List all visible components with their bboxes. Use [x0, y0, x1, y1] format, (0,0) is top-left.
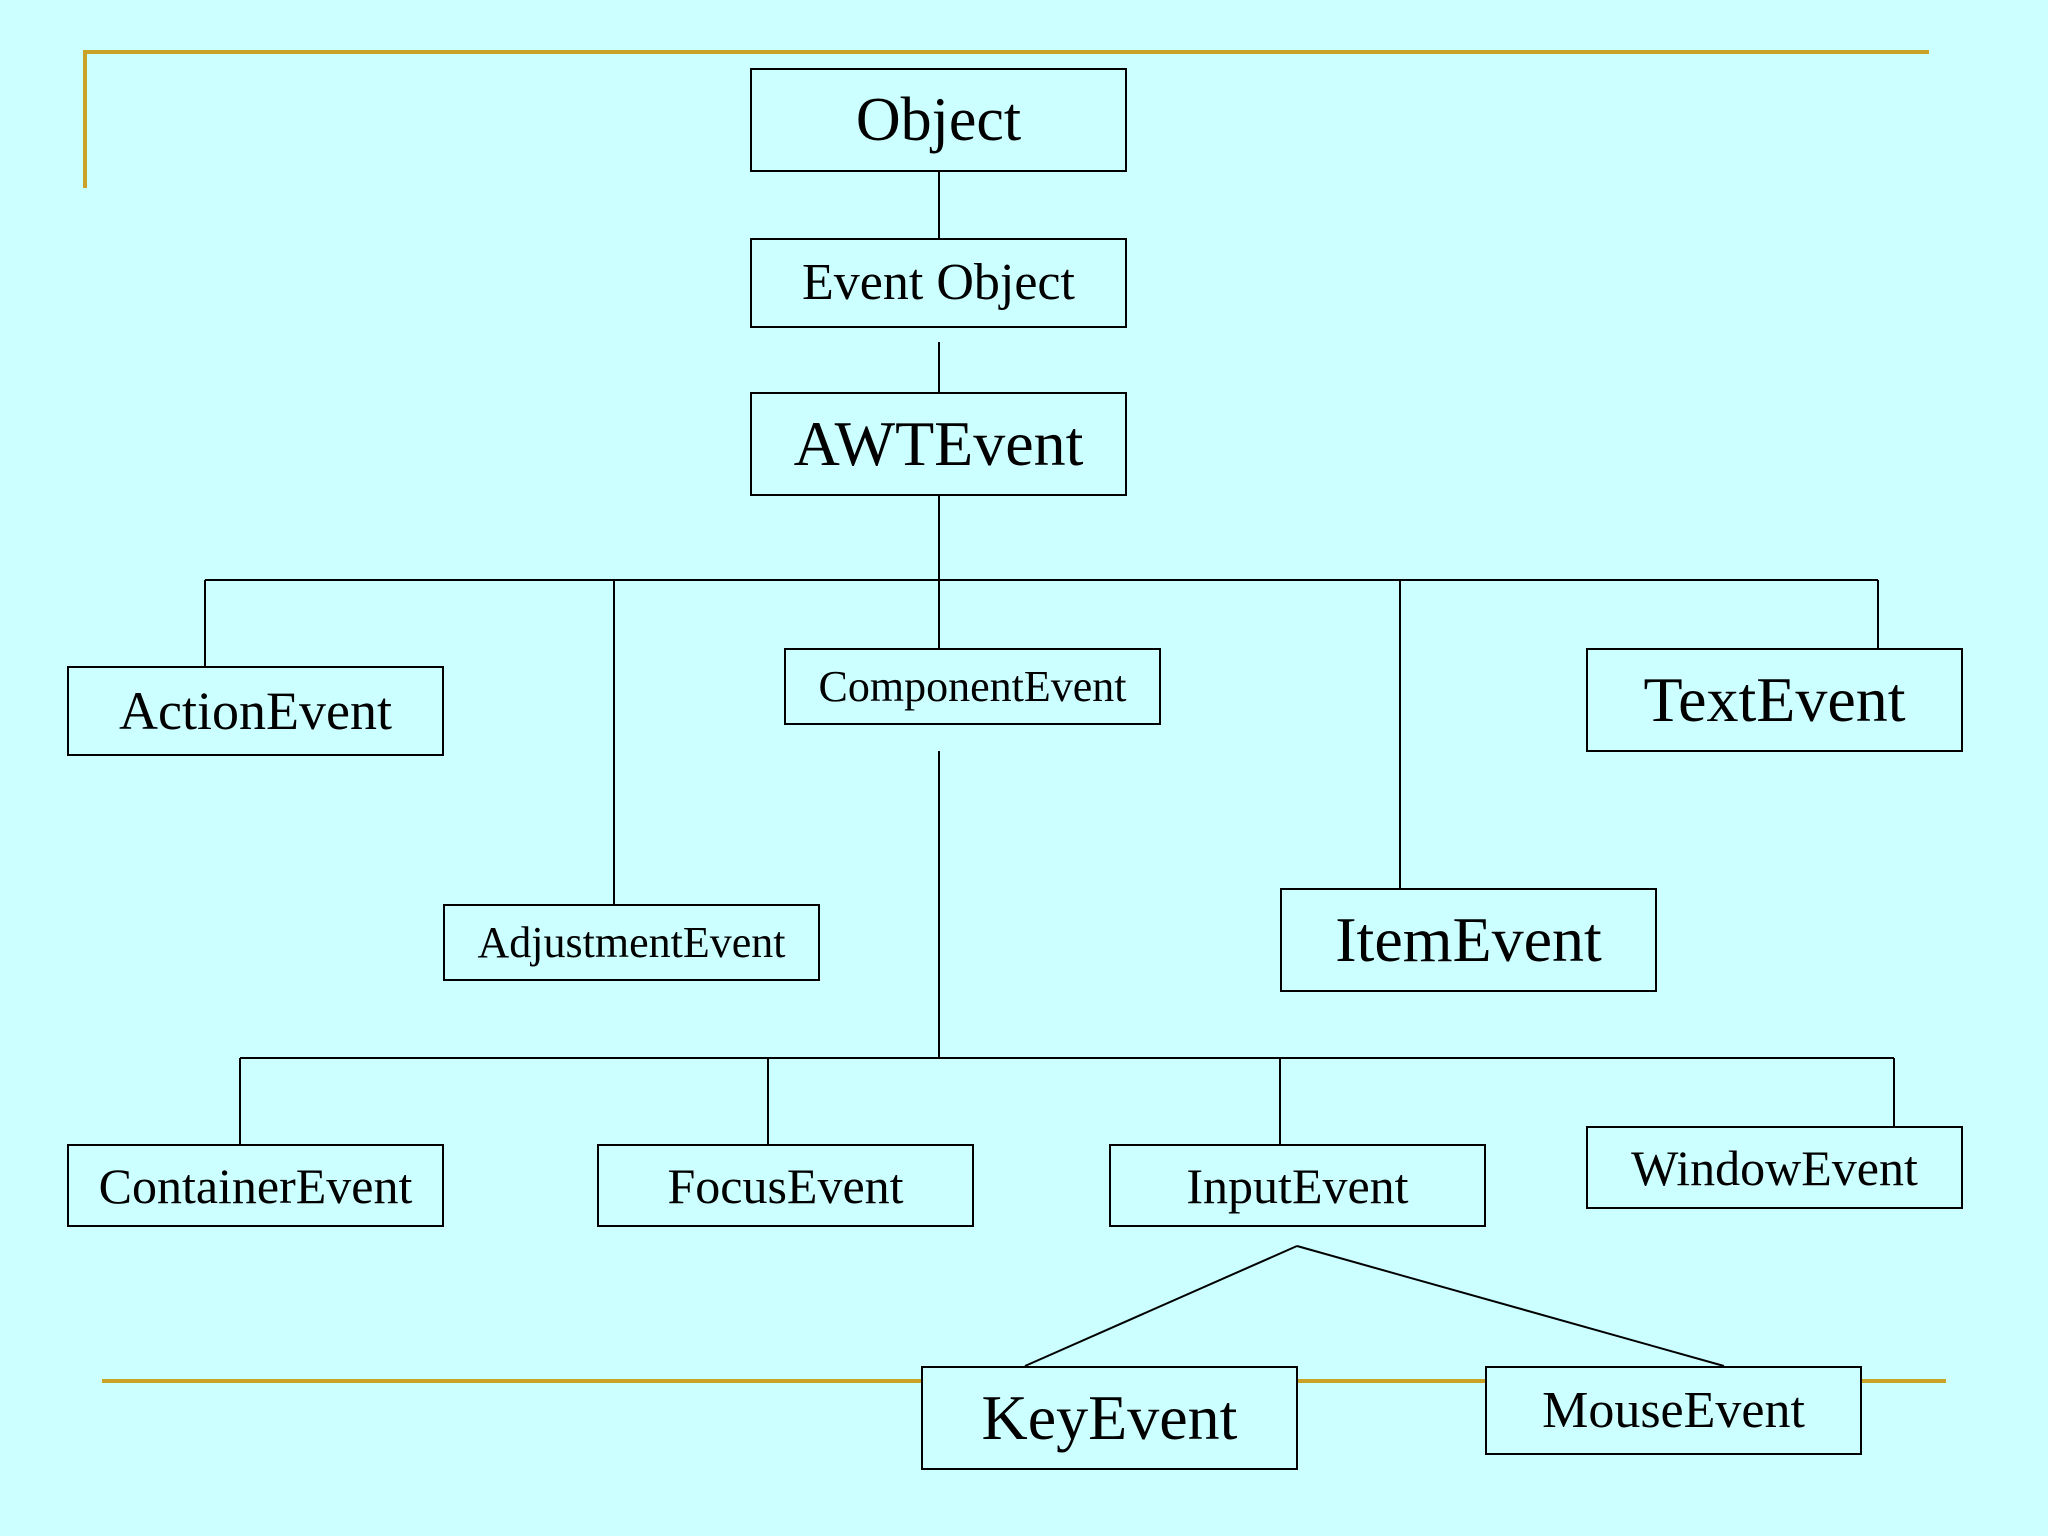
node-text-event: TextEvent [1586, 648, 1963, 752]
node-container-event: ContainerEvent [67, 1144, 444, 1227]
edge-to-mouseevent [1296, 1245, 1725, 1367]
left-rule [83, 50, 87, 188]
node-input-event: InputEvent [1109, 1144, 1486, 1227]
edge-to-keyevent [1024, 1245, 1298, 1367]
node-adjustment-event: AdjustmentEvent [443, 904, 820, 981]
node-key-event: KeyEvent [921, 1366, 1298, 1470]
node-awt-event: AWTEvent [750, 392, 1127, 496]
node-mouse-event: MouseEvent [1485, 1366, 1862, 1455]
top-rule [83, 50, 1929, 54]
node-item-event: ItemEvent [1280, 888, 1657, 992]
node-focus-event: FocusEvent [597, 1144, 974, 1227]
node-component-event: ComponentEvent [784, 648, 1161, 725]
node-action-event: ActionEvent [67, 666, 444, 756]
node-window-event: WindowEvent [1586, 1126, 1963, 1209]
node-event-object: Event Object [750, 238, 1127, 328]
node-object: Object [750, 68, 1127, 172]
